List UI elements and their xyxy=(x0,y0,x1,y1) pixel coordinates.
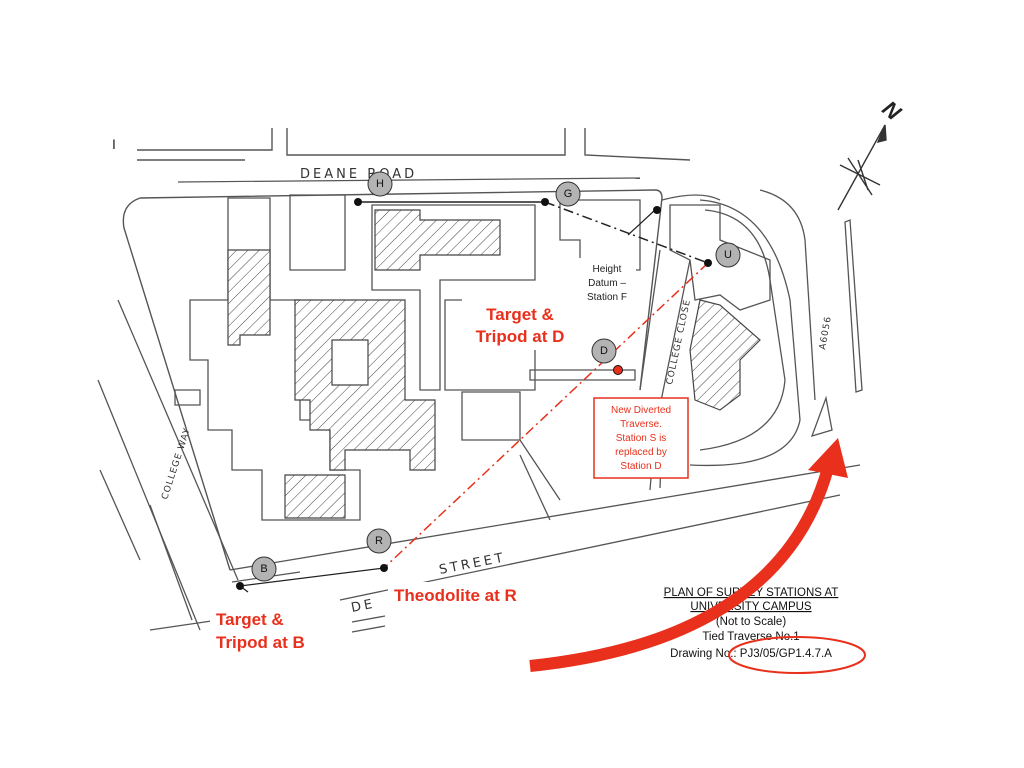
note-line-2: Traverse. xyxy=(620,419,662,430)
college-close-road xyxy=(639,189,816,491)
height-datum-line-2: Datum – xyxy=(588,278,626,289)
station-point-g xyxy=(541,198,549,206)
note-line-4: replaced by xyxy=(615,447,667,458)
height-datum-line-3: Station F xyxy=(587,292,627,303)
hatched-buildings xyxy=(227,209,761,519)
a6056-road xyxy=(810,219,863,437)
title-line-4: Tied Traverse No.1 xyxy=(702,631,799,643)
traverse-lines xyxy=(239,201,709,593)
campus-boundary xyxy=(122,189,663,571)
station-badge-b: B xyxy=(251,556,277,582)
station-badge-g: G xyxy=(555,181,581,207)
station-point-b xyxy=(236,582,244,590)
theodolite-label: Theodolite at R xyxy=(388,582,540,608)
station-badge-u: U xyxy=(715,242,741,268)
stray-mark: I xyxy=(112,136,116,152)
target-b-line-1: Target & xyxy=(216,610,284,629)
title-line-5: Drawing No.: PJ3/05/GP1.4.7.A xyxy=(670,648,832,660)
station-label-r: R xyxy=(375,535,383,547)
station-badge-r: R xyxy=(366,528,392,554)
height-datum-label: Height Datum – Station F xyxy=(578,258,636,304)
target-d-line-2: Tripod at D xyxy=(476,327,565,346)
street-label-left: DE xyxy=(350,597,377,616)
north-label: N xyxy=(878,96,907,126)
target-d-line-1: Target & xyxy=(486,305,554,324)
station-label-u: U xyxy=(724,249,732,261)
red-curved-arrow xyxy=(529,438,848,672)
north-arrow xyxy=(837,124,887,211)
station-point-f xyxy=(653,206,661,214)
college-way-road xyxy=(97,299,239,631)
station-badges: H G U D R B xyxy=(251,171,741,582)
title-line-3: (Not to Scale) xyxy=(716,616,786,628)
station-label-h: H xyxy=(376,178,384,190)
street-label-right: STREET xyxy=(438,550,507,578)
station-point-r xyxy=(380,564,388,572)
note-line-1: New Diverted xyxy=(611,405,671,416)
theodolite-text: Theodolite at R xyxy=(394,586,517,605)
target-b-line-2: Tripod at B xyxy=(216,633,305,652)
station-badge-h: H xyxy=(367,171,393,197)
station-points xyxy=(236,198,712,590)
station-label-b: B xyxy=(260,563,267,575)
note-line-3: Station S is xyxy=(616,433,667,444)
diverted-traverse-note: New Diverted Traverse. Station S is repl… xyxy=(593,397,689,479)
note-line-5: Station D xyxy=(620,461,661,472)
a6056-label: A6056 xyxy=(818,315,834,350)
campus-boundary-inner xyxy=(177,177,641,183)
target-b-label: Target & Tripod at B xyxy=(210,606,326,658)
station-label-d: D xyxy=(600,345,608,357)
drawing-number-highlight xyxy=(728,636,866,674)
target-d-label: Target & Tripod at D xyxy=(462,298,580,350)
deane-road xyxy=(137,128,691,161)
station-point-d xyxy=(613,365,623,375)
height-datum-line-1: Height xyxy=(593,264,622,275)
station-point-h xyxy=(354,198,362,206)
station-label-g: G xyxy=(564,188,573,200)
station-badge-d: D xyxy=(591,338,617,364)
station-point-u xyxy=(704,259,712,267)
